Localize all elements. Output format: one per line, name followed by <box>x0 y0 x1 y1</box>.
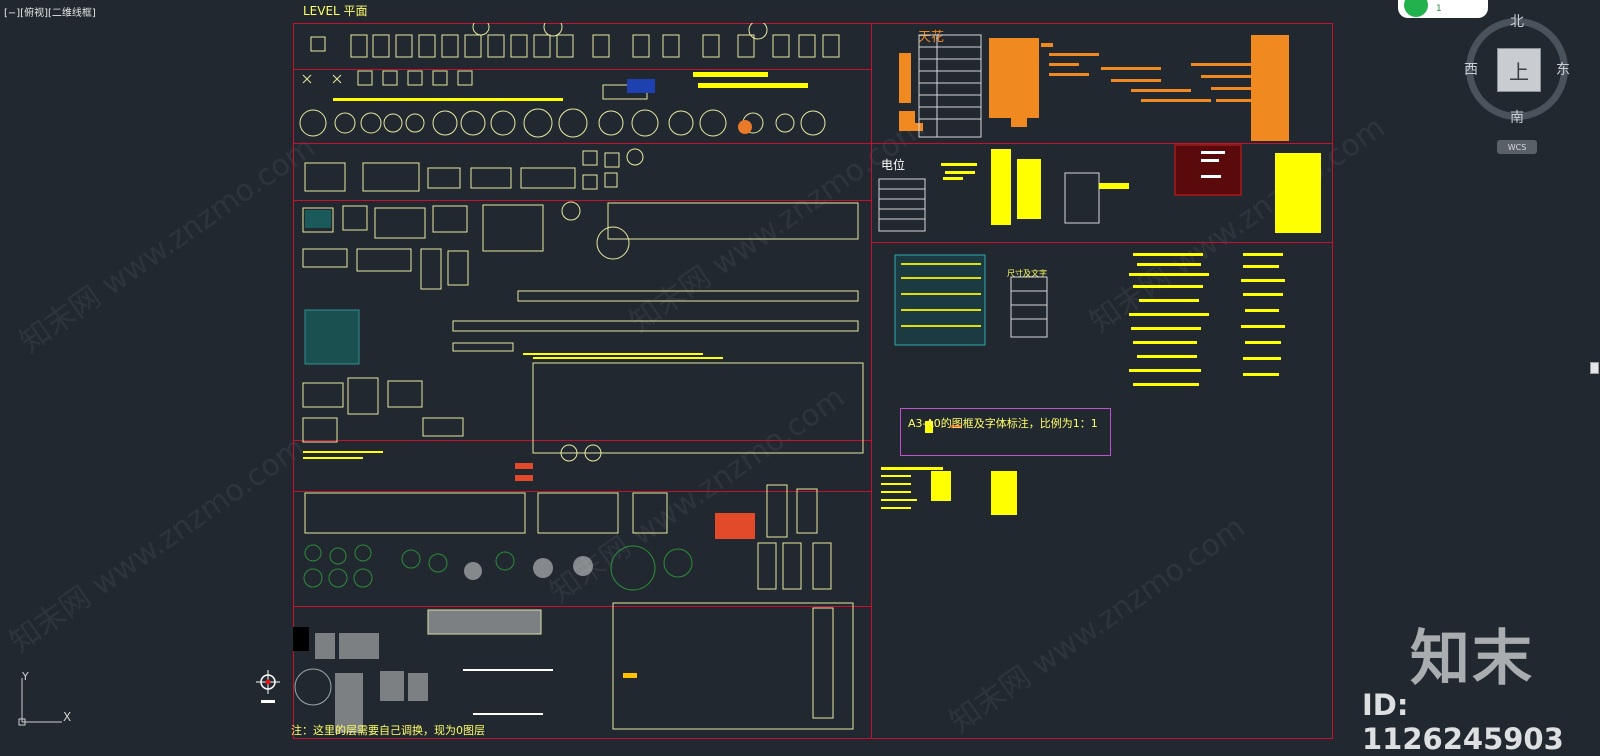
section-divider <box>871 143 1333 144</box>
section-divider <box>293 606 871 607</box>
section-divider <box>293 69 871 70</box>
drawing-sheet[interactable] <box>293 23 1333 739</box>
compass-west[interactable]: 西 <box>1464 62 1478 78</box>
watermark-text: 知末网 www.znzmo.com <box>3 429 312 660</box>
status-count: 1 <box>1436 4 1442 14</box>
section-divider <box>871 242 1333 243</box>
layer-note: 注：这里的层需要自己调换，现为0图层 <box>291 724 485 737</box>
ucs-y-label: Y <box>22 670 29 683</box>
legend-tables-drawing <box>878 34 1321 515</box>
watermark-logo: 知末 <box>1410 624 1534 694</box>
viewcube-ring[interactable] <box>1466 18 1568 120</box>
compass-south[interactable]: 南 <box>1510 110 1524 126</box>
watermark-id: ID: 1126245903 <box>1362 688 1564 756</box>
crosshair-cursor-icon <box>256 670 280 703</box>
panel-divider <box>871 23 872 739</box>
section-divider <box>293 440 871 441</box>
scrollbar-thumb[interactable] <box>1590 362 1599 374</box>
electrical-heading: 电位 <box>881 158 906 172</box>
section-divider <box>293 200 871 201</box>
level-label: LEVEL 平面 <box>303 4 368 18</box>
wcs-menu-button[interactable]: WCS <box>1497 140 1537 154</box>
ceiling-heading: 天花 <box>918 30 945 45</box>
status-pill[interactable]: 1 <box>1398 0 1488 18</box>
frame-note-box <box>900 408 1111 456</box>
compass-north[interactable]: 北 <box>1510 14 1524 30</box>
ucs-axis-icon <box>18 678 62 726</box>
compass-east[interactable]: 东 <box>1556 62 1570 78</box>
watermark-text: 知末网 www.znzmo.com <box>13 129 322 360</box>
section-divider <box>293 491 871 492</box>
viewport-controls[interactable]: [−][俯视][二维线框] <box>4 8 96 19</box>
ucs-x-label: X <box>63 710 72 724</box>
frame-note-text: A3-A0的图框及字体标注，比例为1：1 <box>908 417 1098 430</box>
furniture-blocks-drawing <box>293 23 864 733</box>
wifi-icon <box>1404 0 1428 17</box>
dimension-text-heading: 尺寸及文字 <box>1007 269 1047 278</box>
section-divider <box>293 143 871 144</box>
viewcube-face[interactable]: 上 <box>1497 48 1541 92</box>
